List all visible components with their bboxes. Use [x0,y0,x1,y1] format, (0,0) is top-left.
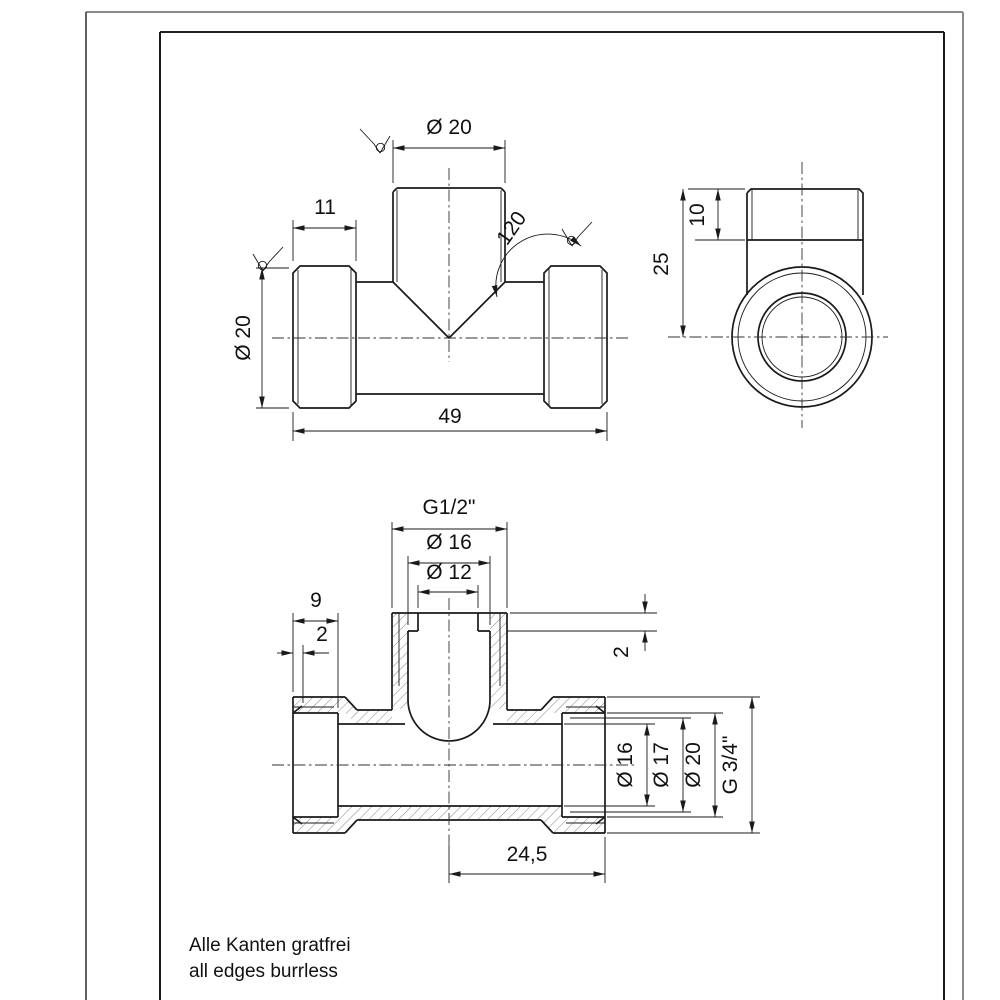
section-centerlines [272,598,634,846]
section-view: G1/2" Ø 16 Ø 12 9 2 2 Ø 16 Ø 17 Ø 20 G 3… [272,496,760,883]
drawing-frame [85,11,964,1000]
dim-cap-length: 11 [314,196,336,219]
front-view: Ø 20 11 Ø 20 49 120 [232,116,630,441]
front-right-cap [543,265,608,409]
dim-run-bore: Ø 16 [614,742,637,788]
dim-side-thread-length: 10 [686,203,709,226]
note-english: all edges burrless [189,961,338,982]
hatch-top-right-wall [507,697,605,724]
dim-cone-angle: 120 [492,207,531,249]
dim-branch-bore: Ø 12 [426,561,472,584]
dim-run-thread-minor: Ø 20 [682,742,705,788]
dim-side-center-height: 25 [650,252,673,275]
dim-branch-outer-diameter: Ø 20 [426,116,472,139]
dim-branch-thread: G1/2" [423,496,476,519]
dim-overall-length: 49 [438,405,461,428]
front-left-cap [292,265,357,409]
note-german: Alle Kanten gratfrei [189,935,351,956]
side-view: 10 25 [650,162,888,428]
surface-finish-icon [561,221,593,247]
side-branch-outline [746,188,864,295]
hatch-branch-left-wall [393,614,408,709]
dim-branch-counterbore: Ø 16 [426,531,472,554]
surface-finish-icon [252,246,284,272]
surface-finish-icon [359,128,391,154]
front-thread-lines [297,190,603,405]
dim-branch-step: 2 [610,646,633,658]
dim-run-thread: G 3/4" [719,736,742,795]
hatch-branch-right-wall [490,614,506,709]
dim-run-relief: Ø 17 [650,742,673,788]
dim-socket-depth: 9 [310,589,322,612]
dim-run-outer-diameter: Ø 20 [232,315,255,361]
front-centerlines [272,168,630,362]
dim-face-chamfer: 2 [316,623,328,646]
drawing-notes: Alle Kanten gratfrei all edges burrless [189,935,351,982]
front-branch-outline [392,187,506,282]
side-centerlines [668,162,888,428]
dim-center-to-face: 24,5 [507,843,548,866]
hatch-top-left-wall [294,697,392,724]
section-thread-lines [293,613,605,824]
